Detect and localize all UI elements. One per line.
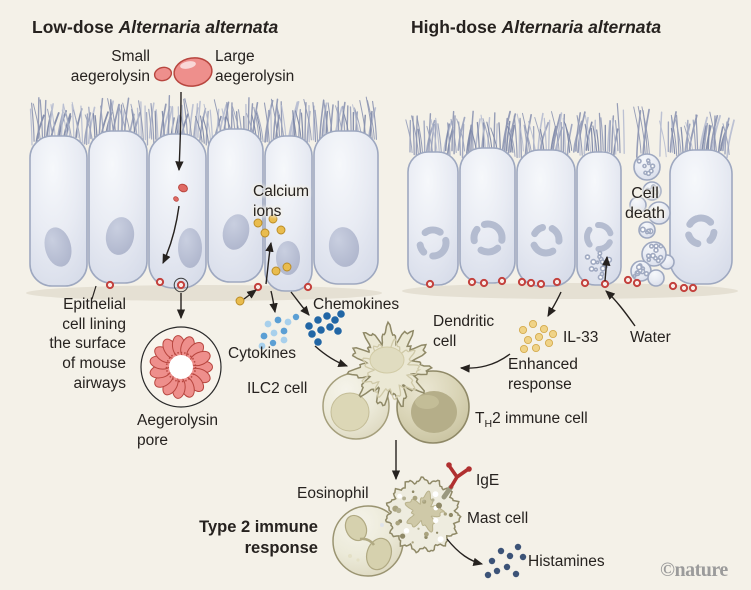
cytokine-dots <box>258 313 300 350</box>
small-aegerolysin-blob <box>153 66 173 82</box>
label-th2-immune-cell: TH2 immune cell <box>475 410 588 431</box>
arrow-calcium-to-pore <box>243 289 257 300</box>
arrow-water-to-cell <box>605 290 636 327</box>
arrows <box>91 91 636 566</box>
arrow-to-ilc2 <box>314 345 349 367</box>
label-ige: IgE <box>476 472 500 489</box>
arrow-to-cytokines <box>269 290 278 314</box>
aegerolysin-in-cell-small <box>173 196 179 202</box>
label-mast-cell: Mast cell <box>467 510 529 527</box>
label-histamines: Histamines <box>528 553 605 570</box>
label-eosinophil: Eosinophil <box>297 485 369 502</box>
label-ilc2-cell: ILC2 cell <box>247 380 308 397</box>
arrow-calcium-up <box>265 241 274 285</box>
cilia-right <box>405 103 735 159</box>
arrow-to-il33 <box>547 291 562 317</box>
il33-dots <box>518 319 558 354</box>
calcium-ion-dots <box>235 214 292 306</box>
eosinophil-cell <box>332 505 404 577</box>
epithelium-left <box>29 128 379 292</box>
arrow-enhanced-response <box>459 353 511 373</box>
title-high-species: Alternaria alternata <box>501 17 662 37</box>
aegerolysin-pore <box>140 326 222 408</box>
fragmented-nuclei <box>416 214 718 260</box>
label-chemokines: Chemokines <box>313 296 400 313</box>
ige-antibody <box>441 462 472 500</box>
title-high-dose: High-dose Alternaria alternata <box>411 17 661 38</box>
title-low-dose-text: Low-dose <box>32 17 114 37</box>
label-il33: IL-33 <box>563 329 599 346</box>
aegerolysin-proteins <box>153 57 213 202</box>
mast-cell <box>384 462 472 554</box>
arrow-aegerolysin-entry <box>175 91 184 172</box>
epithelium-right <box>407 147 733 287</box>
label-cytokines: Cytokines <box>228 345 297 362</box>
large-aegerolysin-blob <box>173 57 213 87</box>
title-high-dose-text: High-dose <box>411 17 497 37</box>
aegerolysin-in-cell-large <box>178 183 188 193</box>
title-low-dose: Low-dose Alternaria alternata <box>32 17 278 38</box>
immune-cell-cluster <box>322 320 470 444</box>
histamine-dots <box>484 543 527 579</box>
arrow-to-chemokines <box>290 291 310 316</box>
arrow-to-histamines <box>446 538 484 566</box>
title-low-species: Alternaria alternata <box>118 17 279 37</box>
line-epithelial-label <box>91 285 97 300</box>
nuclei-left <box>44 214 360 275</box>
shadow-right <box>402 283 738 299</box>
arrow-water-in-cell <box>602 255 611 282</box>
label-water: Water <box>630 329 671 346</box>
nature-credit: ©nature <box>660 559 728 581</box>
chemokine-dots <box>305 310 345 346</box>
arrow-to-membrane <box>162 205 180 265</box>
